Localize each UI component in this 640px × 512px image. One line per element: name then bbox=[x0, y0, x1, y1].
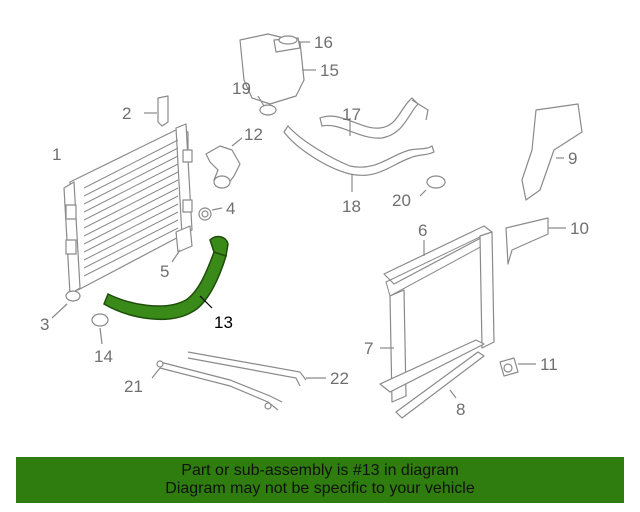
seal-strip bbox=[395, 351, 485, 419]
grommet bbox=[198, 207, 223, 221]
callout-19: 19 bbox=[232, 79, 251, 98]
radiator-lower-hose-highlight bbox=[103, 235, 229, 321]
reservoir-clamp bbox=[257, 95, 277, 116]
hose-18 bbox=[283, 125, 435, 192]
lower-clamp bbox=[91, 313, 109, 345]
callout-18: 18 bbox=[342, 197, 361, 216]
radiator bbox=[63, 123, 193, 295]
callout-3: 3 bbox=[40, 315, 49, 334]
callout-6: 6 bbox=[418, 221, 427, 240]
lower-bracket bbox=[171, 225, 193, 263]
callout-11: 11 bbox=[540, 355, 558, 374]
callout-20: 20 bbox=[392, 191, 411, 210]
upper-bracket bbox=[144, 95, 169, 127]
callout-15: 15 bbox=[320, 61, 339, 80]
callout-10: 10 bbox=[570, 219, 589, 238]
callout-4: 4 bbox=[226, 199, 235, 218]
transmission-cooler-lines bbox=[151, 351, 326, 411]
side-shroud bbox=[521, 103, 583, 201]
hose-clamp bbox=[419, 175, 446, 197]
parts-diagram: 1 2 3 4 5 6 7 8 9 10 11 12 13 14 15 16 1… bbox=[40, 33, 589, 419]
callout-5: 5 bbox=[160, 262, 169, 281]
callout-8: 8 bbox=[456, 400, 465, 419]
coolant-reservoir bbox=[239, 33, 316, 105]
banner-line-2: Diagram may not be specific to your vehi… bbox=[165, 480, 475, 497]
callout-22: 22 bbox=[330, 369, 349, 388]
info-banner: Part or sub-assembly is #13 in diagram D… bbox=[16, 457, 624, 503]
callout-1: 1 bbox=[52, 145, 61, 164]
hose-17 bbox=[319, 97, 429, 139]
air-deflector bbox=[505, 217, 566, 265]
drain-plug bbox=[51, 290, 81, 319]
callout-7: 7 bbox=[364, 339, 373, 358]
fan-shroud bbox=[379, 225, 495, 403]
banner-line-1: Part or sub-assembly is #13 in diagram bbox=[181, 462, 459, 479]
callout-17: 17 bbox=[342, 105, 361, 124]
callout-12: 12 bbox=[244, 125, 263, 144]
callout-9: 9 bbox=[568, 149, 577, 168]
callout-2: 2 bbox=[122, 104, 131, 123]
thermostat-housing bbox=[205, 137, 243, 189]
callout-14: 14 bbox=[94, 347, 113, 366]
callout-13: 13 bbox=[214, 313, 233, 332]
callout-16: 16 bbox=[314, 33, 333, 52]
callout-21: 21 bbox=[124, 377, 143, 396]
push-fastener bbox=[499, 357, 536, 377]
